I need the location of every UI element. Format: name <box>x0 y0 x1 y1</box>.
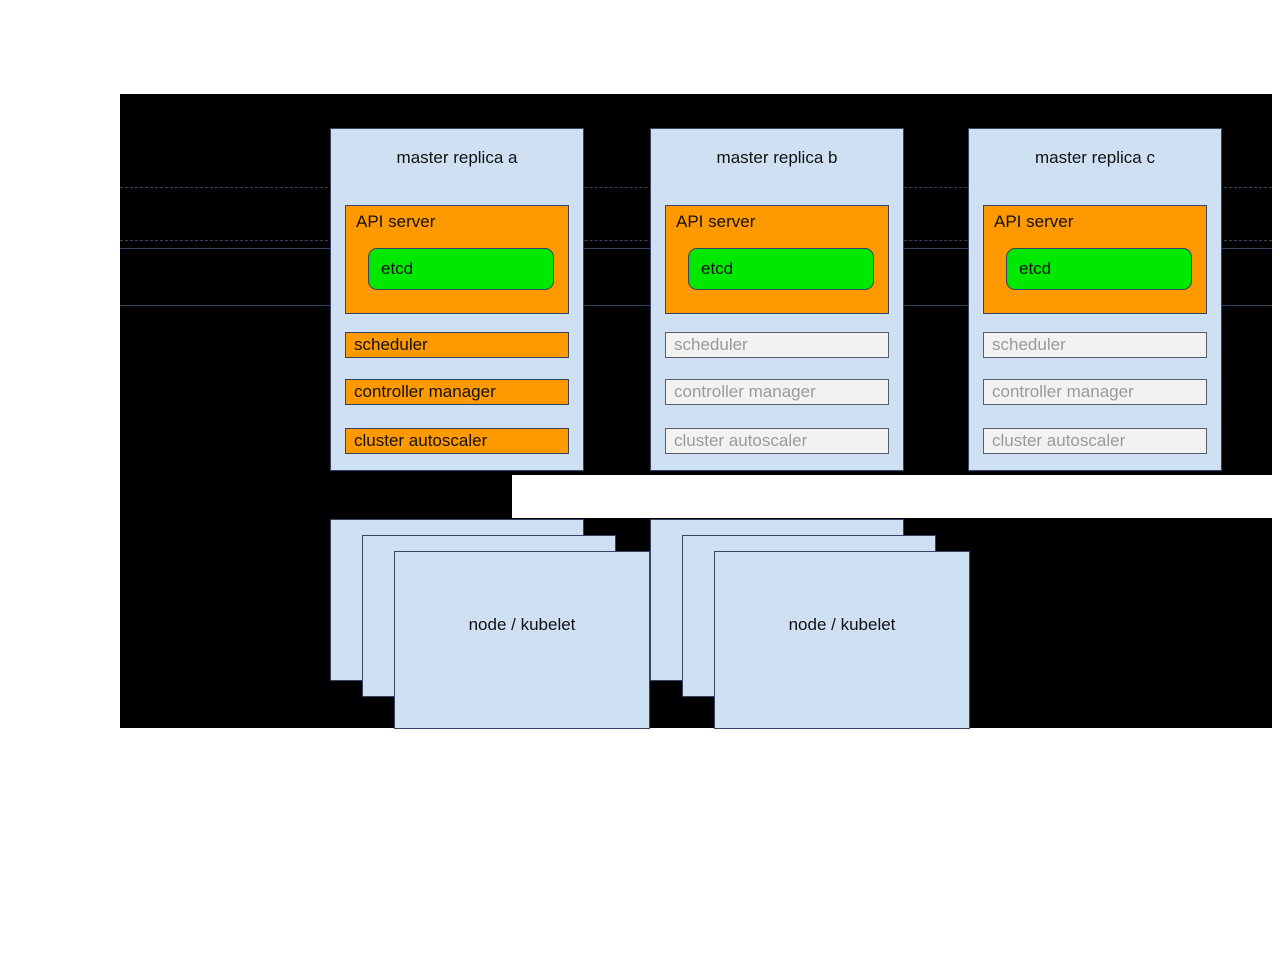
scheduler-b[interactable]: scheduler <box>665 332 889 358</box>
api-server-label-c: API server <box>994 212 1074 231</box>
node-stack-2-front[interactable]: node / kubelet <box>714 551 970 729</box>
backdrop-gap <box>512 475 1280 518</box>
cluster-autoscaler-c[interactable]: cluster autoscaler <box>983 428 1207 454</box>
node-kubelet-label-2: node / kubelet <box>788 615 896 634</box>
controller-manager-c[interactable]: controller manager <box>983 379 1207 405</box>
master-replica-a[interactable]: master replica a API server etcd schedul… <box>330 128 584 471</box>
scheduler-a[interactable]: scheduler <box>345 332 569 358</box>
etcd-label-b: etcd <box>701 259 734 278</box>
api-server-box-a[interactable]: API server etcd <box>345 205 569 314</box>
cluster-autoscaler-b[interactable]: cluster autoscaler <box>665 428 889 454</box>
etcd-box-b[interactable]: etcd <box>688 248 874 290</box>
etcd-label-c: etcd <box>1019 259 1052 278</box>
master-replica-b-title: master replica b <box>716 148 838 167</box>
cluster-autoscaler-a[interactable]: cluster autoscaler <box>345 428 569 454</box>
controller-manager-b[interactable]: controller manager <box>665 379 889 405</box>
node-kubelet-label-1: node / kubelet <box>468 615 576 634</box>
etcd-label-a: etcd <box>381 259 414 278</box>
etcd-box-c[interactable]: etcd <box>1006 248 1192 290</box>
controller-manager-a[interactable]: controller manager <box>345 379 569 405</box>
api-server-label-a: API server <box>356 212 436 231</box>
master-replica-c[interactable]: master replica c API server etcd schedul… <box>968 128 1222 471</box>
scheduler-c[interactable]: scheduler <box>983 332 1207 358</box>
etcd-box-a[interactable]: etcd <box>368 248 554 290</box>
master-replica-a-title: master replica a <box>396 148 518 167</box>
node-stack-1-front[interactable]: node / kubelet <box>394 551 650 729</box>
api-server-box-c[interactable]: API server etcd <box>983 205 1207 314</box>
api-server-box-b[interactable]: API server etcd <box>665 205 889 314</box>
master-replica-b[interactable]: master replica b API server etcd schedul… <box>650 128 904 471</box>
master-replica-c-title: master replica c <box>1035 148 1155 167</box>
api-server-label-b: API server <box>676 212 756 231</box>
